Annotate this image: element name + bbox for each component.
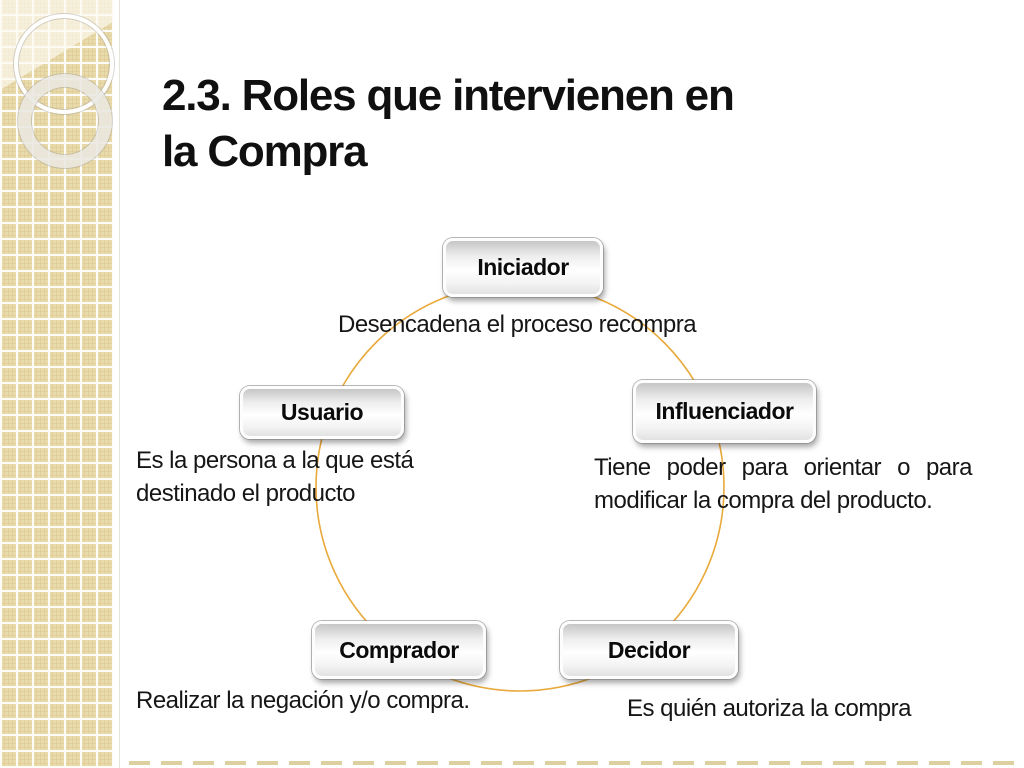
node-comprador-label: Comprador: [339, 636, 459, 663]
desc-influenciador-line-2: modificar la compra del producto.: [594, 487, 933, 514]
node-decidor: Decidor: [560, 621, 738, 679]
desc-influenciador: Tiene poder para orientar o para modific…: [594, 451, 973, 517]
desc-usuario-line-2: destinado el producto: [136, 480, 356, 507]
desc-decidor-line-1: Es quién autoriza la compra: [627, 695, 912, 722]
page-title: 2.3. Roles que intervienen en la Compra: [162, 68, 902, 180]
node-influenciador: Influenciador: [633, 380, 816, 443]
desc-usuario-line-1: Es la persona a la que está: [136, 447, 414, 474]
desc-iniciador: Desencadena el proceso recompra: [338, 308, 697, 341]
node-decidor-label: Decidor: [607, 636, 691, 663]
desc-decidor: Es quién autoriza la compra: [627, 692, 912, 725]
page-title-line-1: 2.3. Roles que intervienen en: [162, 71, 735, 120]
sidebar-edge-line: [119, 0, 120, 768]
desc-usuario: Es la persona a la que está destinado el…: [136, 444, 414, 510]
node-iniciador-label: Iniciador: [477, 254, 569, 280]
node-usuario: Usuario: [240, 386, 404, 439]
page-title-line-2: la Compra: [162, 127, 368, 176]
bottom-dashed-divider: [129, 761, 1024, 765]
desc-comprador: Realizar la negación y/o compra.: [136, 684, 470, 717]
node-iniciador: Iniciador: [443, 238, 603, 297]
desc-influenciador-line-1: Tiene poder para orientar o para: [594, 454, 973, 481]
desc-comprador-line-1: Realizar la negación y/o compra.: [136, 687, 470, 714]
decorative-sidebar: [0, 0, 124, 768]
node-comprador: Comprador: [312, 621, 486, 679]
node-influenciador-label: Influenciador: [655, 398, 794, 424]
desc-iniciador-line-1: Desencadena el proceso recompra: [338, 311, 697, 338]
node-usuario-label: Usuario: [280, 399, 364, 425]
